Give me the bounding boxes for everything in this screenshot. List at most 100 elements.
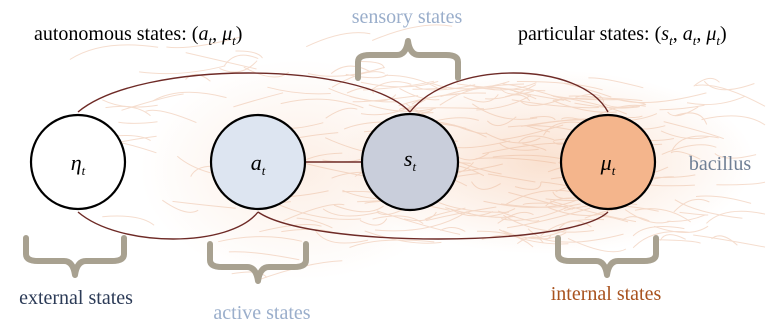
bacillus-fur-strand [653, 225, 709, 233]
bacillus-fur-strand [280, 98, 364, 109]
bacillus-fur-strand [259, 224, 322, 233]
node-sensory-state: st [360, 112, 460, 212]
bacillus-fur-strand [552, 95, 627, 115]
bacillus-fur-strand [618, 92, 707, 104]
bacillus-fur-strand [706, 210, 766, 224]
bacillus-fur-strand [453, 124, 488, 134]
bacillus-fur-strand [374, 212, 466, 232]
bacillus-fur-strand [671, 135, 719, 152]
bacillus-fur-strand [518, 135, 554, 143]
bacillus-fur-strand [499, 124, 564, 141]
bacillus-fur-strand [432, 199, 509, 213]
edge-external-sensory [77, 72, 411, 113]
bacillus-fur-strand [714, 153, 757, 159]
bacillus-fur-strand [497, 211, 534, 224]
sensory-brace-icon [355, 38, 461, 81]
bacillus-fur-strand [632, 231, 689, 249]
svg-text:ηt: ηt [71, 150, 86, 178]
bacillus-fur-strand [695, 84, 766, 107]
bacillus-fur-strand [703, 80, 755, 91]
bacillus-fur-strand [314, 230, 369, 244]
bacillus-fur-strand [330, 65, 371, 74]
bacillus-fur-strand [475, 157, 556, 164]
node-subscript: t [262, 163, 266, 178]
bacillus-fur-strand [498, 142, 539, 151]
bacillus-fur-strand [445, 207, 516, 218]
bacillus-fur-strand [568, 95, 645, 105]
bacillus-fur-strand [472, 103, 538, 120]
bacillus-fur-strand [425, 206, 497, 222]
bacillus-fur-strand [693, 77, 720, 87]
bacillus-fur-strand [574, 102, 640, 109]
bacillus-fur-strand [412, 87, 447, 90]
bacillus-fur-strand [522, 202, 553, 206]
bacillus-fur-strand [487, 173, 536, 183]
bacillus-fur-strand [660, 130, 710, 140]
bacillus-fur-strand [359, 60, 385, 69]
bacillus-fur-strand [399, 87, 440, 101]
bacillus-fur-strand [500, 88, 535, 95]
bacillus-fur-strand [345, 73, 389, 79]
node-external-state: ηt [29, 113, 127, 211]
bacillus-fur-strand [69, 44, 159, 60]
bacillus-fur-strand [403, 211, 437, 222]
bacillus-fur-strand [686, 95, 746, 106]
bacillus-fur-strand [497, 210, 540, 222]
bacillus-fur-strand [711, 235, 738, 246]
bacillus-fur-strand [563, 82, 612, 98]
bacillus-fur-strand [166, 36, 241, 49]
bacillus-fur-strand [632, 226, 685, 237]
node-active-state: at [209, 113, 307, 211]
bacillus-fur-strand [529, 116, 556, 121]
bacillus-fur-strand [384, 74, 438, 89]
bacillus-fur-strand [584, 209, 613, 219]
bacillus-fur-strand [516, 80, 603, 91]
bacillus-fur-strand [466, 208, 516, 217]
bacillus-fur-strand [550, 94, 621, 101]
bacillus-fur-strand [663, 121, 724, 140]
bacillus-fur-strand [228, 251, 300, 261]
sensory-states-label: sensory states [352, 6, 463, 28]
bacillus-fur-strand [372, 81, 412, 90]
bacillus-fur-strand [674, 112, 708, 125]
bacillus-fur-strand [485, 84, 537, 100]
bacillus-fur-strand [517, 236, 544, 245]
bacillus-fur-strand [476, 230, 534, 248]
bacillus-fur-strand [659, 234, 686, 241]
node-subscript: t [612, 163, 616, 178]
bacillus-fur-strand [471, 181, 501, 190]
bacillus-fur-strand [368, 104, 437, 112]
bacillus-fur-strand [502, 230, 567, 240]
bacillus-fur-strand [372, 24, 453, 41]
autonomous-states-label: autonomous states: (at, μt) [34, 23, 242, 48]
bacillus-fur-strand [457, 161, 502, 175]
bacillus-fur-strand [172, 200, 236, 209]
bacillus-fur-strand [456, 83, 546, 92]
bacillus-fur-strand [485, 132, 541, 144]
bacillus-fur-strand [376, 210, 461, 235]
bacillus-fur-strand [235, 50, 263, 59]
node-symbol: η [71, 150, 82, 175]
bacillus-fur-strand [360, 80, 439, 88]
bacillus-fur-strand [439, 87, 495, 106]
bacillus-fur-strand [674, 199, 743, 219]
bacillus-fur-strand [553, 97, 643, 102]
bacillus-fur-strand [349, 94, 397, 102]
bacillus-fur-strand [525, 125, 551, 133]
bacillus-fur-strand [667, 106, 699, 117]
bacillus-fur-strand [527, 228, 552, 240]
svg-text:μt: μt [600, 150, 616, 178]
bacillus-fur-strand [440, 227, 466, 232]
bacillus-fur-strand [223, 54, 259, 67]
bacillus-fur-strand [372, 215, 424, 224]
bacillus-fur-strand [504, 189, 572, 206]
bacillus-fur-strand [693, 234, 766, 248]
bacillus-fur-strand [588, 77, 644, 89]
bacillus-fur-strand [552, 100, 617, 113]
bacillus-fur-strand [450, 208, 494, 217]
node-symbol: s [404, 146, 413, 171]
bacillus-fur-strand [364, 230, 442, 244]
external-states-label: external states [19, 287, 133, 309]
bacillus-fur-strand [333, 204, 384, 213]
